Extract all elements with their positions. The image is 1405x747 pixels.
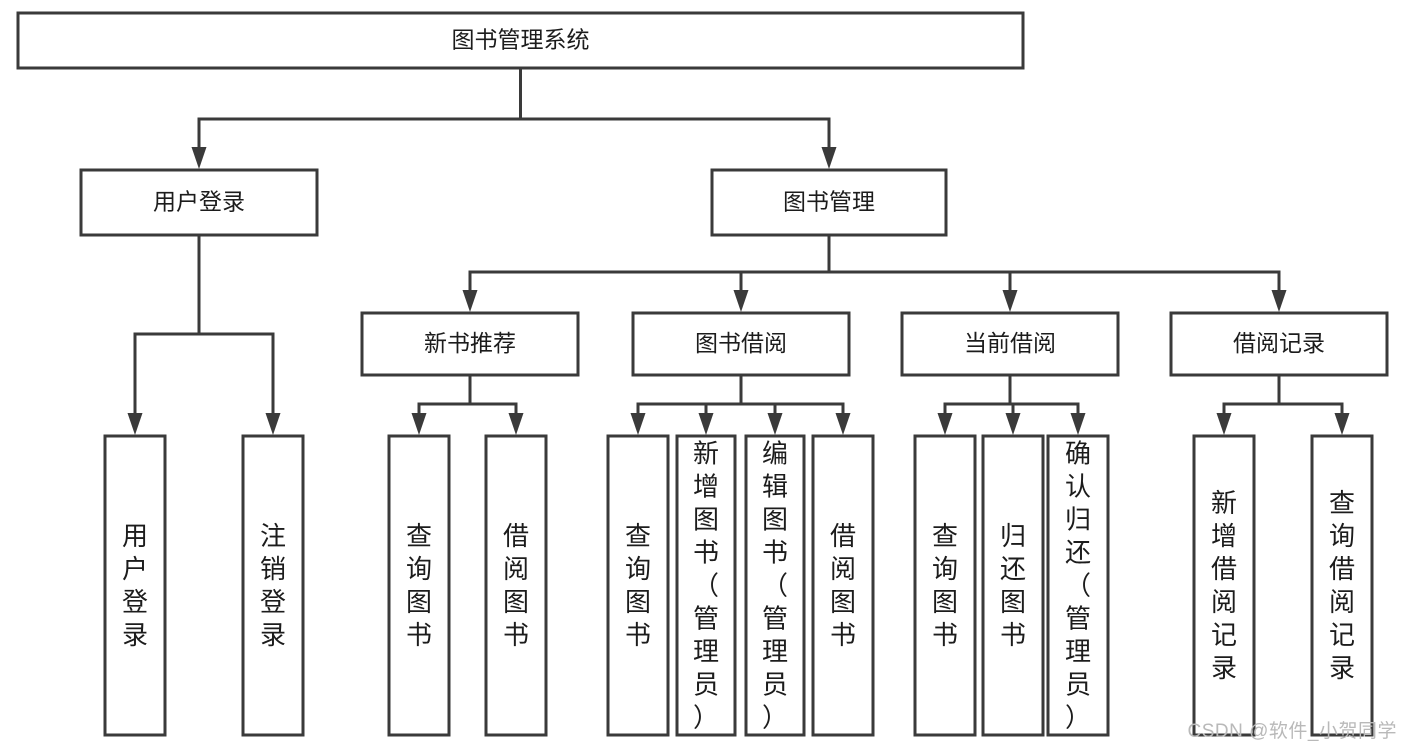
node-leaf_3[interactable]: 借阅图书 bbox=[484, 434, 548, 737]
node-box-root[interactable] bbox=[16, 11, 1025, 70]
node-label-leaf_0: 用户登录 bbox=[122, 521, 148, 650]
arrow-head-icon bbox=[127, 413, 143, 435]
node-box-l1_0[interactable] bbox=[79, 168, 319, 237]
node-box-l2_1[interactable] bbox=[631, 311, 851, 377]
edge-group-l2_0 bbox=[411, 373, 524, 435]
arrow-head-icon bbox=[462, 290, 478, 312]
edge-group-l2_1 bbox=[630, 373, 851, 435]
node-l2_3[interactable]: 借阅记录 bbox=[1169, 311, 1389, 377]
arrow-head-icon bbox=[508, 413, 524, 435]
node-box-leaf_0[interactable] bbox=[103, 434, 167, 737]
node-leaf_7[interactable]: 借阅图书 bbox=[811, 434, 875, 737]
arrow-head-icon bbox=[937, 413, 953, 435]
node-label-l1_1: 图书管理 bbox=[783, 189, 875, 215]
node-l1_1[interactable]: 图书管理 bbox=[710, 168, 948, 237]
node-leaf_11[interactable]: 新增借阅记录 bbox=[1192, 434, 1256, 737]
nodes-layer: 图书管理系统用户登录图书管理新书推荐图书借阅当前借阅借阅记录用户登录注销登录查询… bbox=[16, 11, 1389, 737]
node-leaf_2[interactable]: 查询图书 bbox=[387, 434, 451, 737]
node-box-l1_1[interactable] bbox=[710, 168, 948, 237]
arrow-head-icon bbox=[1005, 413, 1021, 435]
node-label-leaf_6: 编辑图书（管理员） bbox=[762, 439, 788, 733]
node-leaf_0[interactable]: 用户登录 bbox=[103, 434, 167, 737]
node-label-l2_3: 借阅记录 bbox=[1233, 330, 1325, 356]
node-label-leaf_1: 注销登录 bbox=[260, 521, 286, 650]
arrow-head-icon bbox=[1334, 413, 1350, 435]
node-label-leaf_11: 新增借阅记录 bbox=[1211, 488, 1237, 683]
node-label-leaf_8: 查询图书 bbox=[932, 521, 958, 650]
node-box-leaf_10[interactable] bbox=[1046, 434, 1110, 737]
node-box-leaf_12[interactable] bbox=[1310, 434, 1374, 737]
node-label-l2_2: 当前借阅 bbox=[964, 330, 1056, 356]
node-leaf_12[interactable]: 查询借阅记录 bbox=[1310, 434, 1374, 737]
node-box-leaf_2[interactable] bbox=[387, 434, 451, 737]
node-l1_0[interactable]: 用户登录 bbox=[79, 168, 319, 237]
edge-group-l1_1 bbox=[462, 233, 1287, 312]
node-box-l2_3[interactable] bbox=[1169, 311, 1389, 377]
node-label-leaf_12: 查询借阅记录 bbox=[1329, 488, 1355, 683]
node-label-l2_1: 图书借阅 bbox=[695, 330, 787, 356]
node-label-l2_0: 新书推荐 bbox=[424, 330, 516, 356]
node-label-leaf_3: 借阅图书 bbox=[503, 521, 529, 650]
arrow-head-icon bbox=[733, 290, 749, 312]
node-leaf_5[interactable]: 新增图书（管理员） bbox=[675, 434, 737, 737]
node-box-leaf_11[interactable] bbox=[1192, 434, 1256, 737]
node-leaf_10[interactable]: 确认归还（管理员） bbox=[1046, 434, 1110, 737]
arrow-head-icon bbox=[191, 147, 207, 169]
arrow-head-icon bbox=[1271, 290, 1287, 312]
node-box-leaf_3[interactable] bbox=[484, 434, 548, 737]
node-label-leaf_7: 借阅图书 bbox=[830, 521, 856, 650]
arrow-head-icon bbox=[767, 413, 783, 435]
node-root[interactable]: 图书管理系统 bbox=[16, 11, 1025, 70]
node-box-leaf_5[interactable] bbox=[675, 434, 737, 737]
arrow-head-icon bbox=[265, 413, 281, 435]
node-box-leaf_9[interactable] bbox=[981, 434, 1045, 737]
node-label-root: 图书管理系统 bbox=[452, 27, 590, 53]
arrow-head-icon bbox=[1216, 413, 1232, 435]
arrow-head-icon bbox=[411, 413, 427, 435]
node-box-l2_0[interactable] bbox=[360, 311, 580, 377]
arrow-head-icon bbox=[1002, 290, 1018, 312]
edge-group-l1_0 bbox=[127, 233, 281, 435]
node-leaf_4[interactable]: 查询图书 bbox=[606, 434, 670, 737]
arrow-head-icon bbox=[1070, 413, 1086, 435]
edge-group-l2_3 bbox=[1216, 373, 1350, 435]
edges-layer bbox=[127, 66, 1350, 435]
node-box-leaf_6[interactable] bbox=[744, 434, 806, 737]
node-label-leaf_9: 归还图书 bbox=[1000, 521, 1026, 650]
node-label-leaf_4: 查询图书 bbox=[625, 521, 651, 650]
node-leaf_6[interactable]: 编辑图书（管理员） bbox=[744, 434, 806, 737]
arrow-head-icon bbox=[698, 413, 714, 435]
node-box-leaf_4[interactable] bbox=[606, 434, 670, 737]
edge-group-root bbox=[191, 66, 837, 169]
node-leaf_9[interactable]: 归还图书 bbox=[981, 434, 1045, 737]
node-label-leaf_5: 新增图书（管理员） bbox=[693, 439, 719, 733]
watermark: CSDN @软件_小贺同学 bbox=[1187, 721, 1397, 742]
node-l2_0[interactable]: 新书推荐 bbox=[360, 311, 580, 377]
node-l2_1[interactable]: 图书借阅 bbox=[631, 311, 851, 377]
edge-group-l2_2 bbox=[937, 373, 1086, 435]
node-box-l2_2[interactable] bbox=[900, 311, 1120, 377]
node-label-leaf_2: 查询图书 bbox=[406, 521, 432, 650]
arrow-head-icon bbox=[821, 147, 837, 169]
node-box-leaf_7[interactable] bbox=[811, 434, 875, 737]
node-label-leaf_10: 确认归还（管理员） bbox=[1065, 439, 1091, 733]
node-box-leaf_8[interactable] bbox=[913, 434, 977, 737]
node-box-leaf_1[interactable] bbox=[241, 434, 305, 737]
node-label-l1_0: 用户登录 bbox=[153, 189, 245, 215]
arrow-head-icon bbox=[630, 413, 646, 435]
node-leaf_1[interactable]: 注销登录 bbox=[241, 434, 305, 737]
arrow-head-icon bbox=[835, 413, 851, 435]
node-leaf_8[interactable]: 查询图书 bbox=[913, 434, 977, 737]
node-l2_2[interactable]: 当前借阅 bbox=[900, 311, 1120, 377]
